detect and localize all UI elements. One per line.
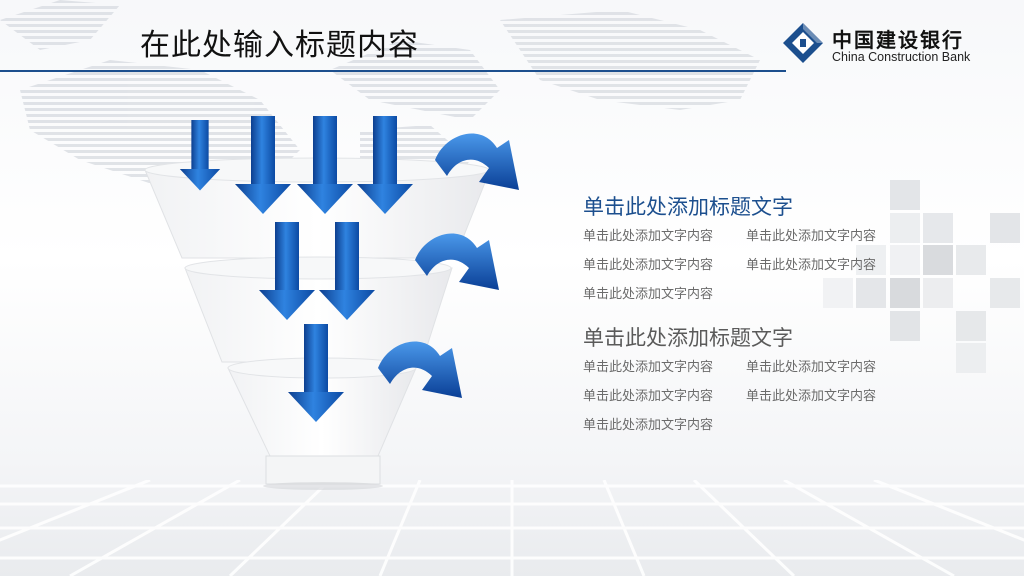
text-item[interactable]: 单击此处添加文字内容 [746, 389, 877, 404]
text-item[interactable]: 单击此处添加文字内容 [583, 360, 714, 375]
text-item[interactable]: 单击此处添加文字内容 [583, 229, 714, 244]
title-underline [0, 70, 786, 72]
bank-name-en: China Construction Bank [832, 50, 971, 64]
bank-logo: 中国建设银行 China Construction Bank [782, 22, 1012, 70]
block-items: 单击此处添加文字内容 单击此处添加文字内容 单击此处添加文字内容 单击此处添加文… [583, 222, 913, 309]
text-block-1: 单击此处添加标题文字 单击此处添加文字内容 单击此处添加文字内容 单击此处添加文… [583, 192, 913, 309]
decorative-squares [823, 180, 1020, 373]
ccb-logo-icon [783, 23, 823, 63]
text-item[interactable]: 单击此处添加文字内容 [583, 389, 714, 404]
text-item[interactable]: 单击此处添加文字内容 [583, 258, 714, 273]
bank-name-cn: 中国建设银行 [832, 28, 964, 52]
block-items: 单击此处添加文字内容 单击此处添加文字内容 单击此处添加文字内容 单击此处添加文… [583, 353, 913, 440]
text-item[interactable]: 单击此处添加文字内容 [746, 360, 877, 375]
text-item[interactable]: 单击此处添加文字内容 [583, 287, 714, 302]
floor-grid [0, 480, 1024, 576]
block-title[interactable]: 单击此处添加标题文字 [583, 326, 793, 350]
funnel-diagram [144, 116, 519, 490]
text-item[interactable]: 单击此处添加文字内容 [746, 229, 877, 244]
text-item[interactable]: 单击此处添加文字内容 [583, 418, 714, 433]
curved-arrows [378, 133, 519, 398]
text-item[interactable]: 单击此处添加文字内容 [746, 258, 877, 273]
slide-title: 在此处输入标题内容 [140, 28, 419, 63]
block-title[interactable]: 单击此处添加标题文字 [583, 195, 793, 219]
text-block-2: 单击此处添加标题文字 单击此处添加文字内容 单击此处添加文字内容 单击此处添加文… [583, 323, 913, 440]
